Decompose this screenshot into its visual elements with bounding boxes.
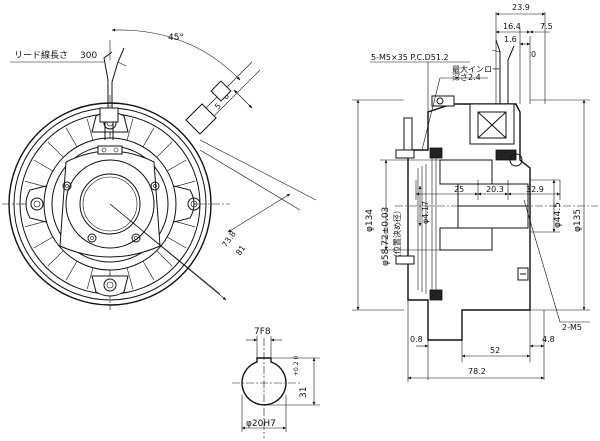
dim-73-8: 73.8 (220, 229, 238, 249)
dim-0: 0 (531, 50, 536, 59)
fin-line (126, 267, 134, 290)
dim-16-4: 16.4 (503, 22, 521, 31)
screws-label: 5-M5×35 P.C.D51.2 (371, 53, 449, 62)
m5-label: 2-M5 (562, 323, 582, 332)
side-dimensions: 23.9 16.4 7.5 1.6 0 5-M5×35 P.C.D51.2 最大… (352, 3, 590, 382)
dim-52: 52 (490, 346, 500, 355)
fin-line (33, 236, 53, 249)
dim-44-5: φ44.5 (553, 202, 563, 228)
dim-7f8: 7F8 (254, 327, 271, 337)
front-view: リード線長さ 300 45° 5 6 73.8 81 (2, 28, 317, 310)
dim-81: 81 (234, 244, 247, 258)
dim-135: φ135 (573, 209, 583, 232)
dim-20h7: φ20H7 (246, 419, 276, 429)
dim-23-9: 23.9 (512, 3, 530, 12)
dim-7-5: 7.5 (540, 22, 553, 31)
dim-4-8: 4.8 (542, 335, 555, 344)
fin-line (24, 220, 47, 228)
fin-line (65, 127, 78, 147)
fin-line (167, 159, 187, 172)
dim-1-6: 1.6 (504, 35, 517, 44)
fin-line (156, 141, 173, 158)
side-view (395, 39, 598, 341)
dim-58-72: φ58.72±0.03 (381, 207, 391, 266)
fin-line (86, 267, 94, 290)
fin-line (47, 250, 64, 267)
dim-4-17: φ4.17 (421, 201, 430, 224)
side-fins (417, 150, 437, 300)
dim-0-8: 0.8 (410, 335, 423, 344)
fin-line (24, 180, 47, 188)
dim-31: 31 (299, 387, 309, 398)
dim-20-3: 20.3 (486, 185, 504, 194)
fin-line (126, 118, 134, 141)
dim-134: φ134 (365, 209, 375, 232)
dim-5: 5 (213, 101, 223, 111)
lead-length-value: 300 (80, 51, 97, 61)
fin-line (142, 127, 155, 147)
dim-78-2: 78.2 (468, 367, 486, 376)
fin-line (33, 159, 53, 172)
dim-31-tol: +0.2 0 (293, 356, 300, 376)
fin-line (142, 261, 155, 281)
fin-line (47, 141, 64, 158)
dim-58-note: （位置決め径） (392, 206, 402, 262)
fin-line (65, 261, 78, 281)
fin-line (173, 180, 196, 188)
max-spigot-label: 最大インロー (452, 64, 500, 74)
fin-line (167, 236, 187, 249)
dim-25: 25 (454, 185, 464, 194)
keyway-detail: 7F8 31 +0.2 0 φ20H7 (232, 327, 320, 438)
dim-32-9: 32.9 (526, 185, 544, 194)
lead-wire-label: リード線長さ (14, 49, 68, 61)
fin-line (173, 220, 196, 228)
fin-line (156, 250, 173, 267)
fin-line (86, 118, 94, 141)
depth-label: 深さ2.4 (452, 73, 481, 82)
angle-label: 45° (168, 33, 184, 43)
